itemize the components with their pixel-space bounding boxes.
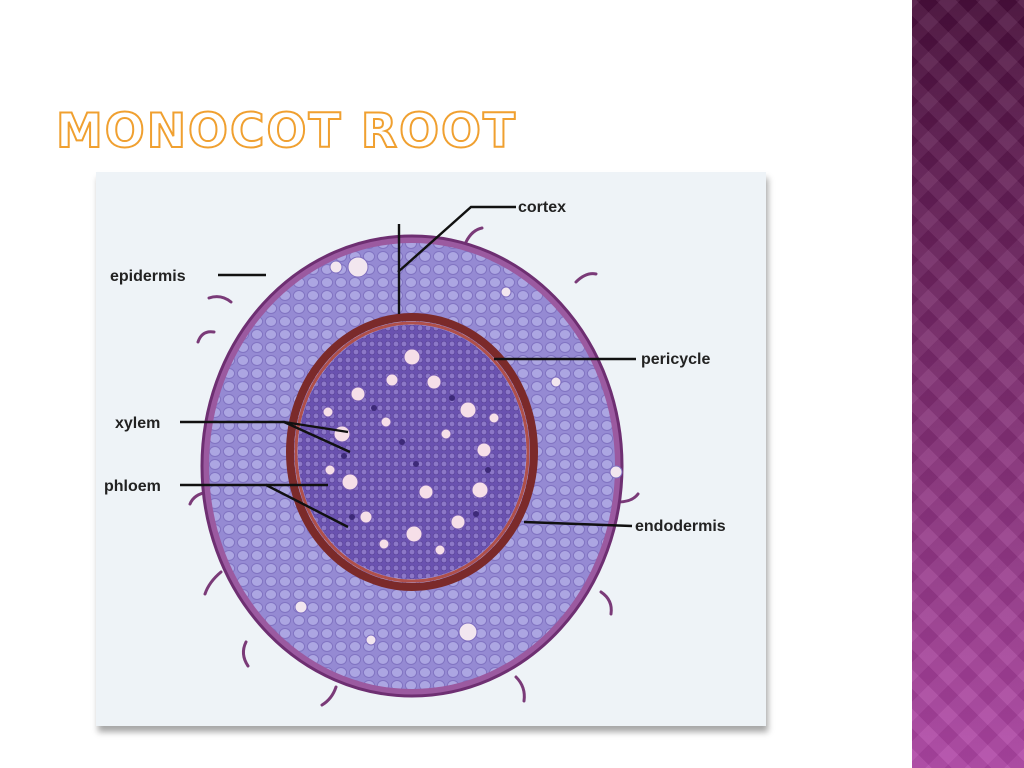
label-xylem: xylem bbox=[115, 415, 160, 432]
cortex-large-cells bbox=[294, 256, 623, 646]
root-cross-section-figure: cortex epidermis pericycle xylem phloem … bbox=[96, 172, 766, 726]
root-cross-section-diagram: cortex epidermis pericycle xylem phloem … bbox=[104, 199, 726, 707]
xylem-vessels bbox=[322, 348, 500, 556]
leader-lines bbox=[180, 205, 636, 529]
label-cortex: cortex bbox=[518, 199, 566, 216]
slide-title: Monocot root bbox=[55, 103, 518, 160]
endodermis-ring bbox=[286, 313, 538, 591]
phloem-strands bbox=[341, 395, 491, 520]
label-epidermis: epidermis bbox=[110, 268, 186, 285]
decorative-side-bar bbox=[912, 0, 1024, 768]
label-phloem: phloem bbox=[104, 478, 161, 495]
label-pericycle: pericycle bbox=[641, 351, 710, 368]
label-endodermis: endodermis bbox=[635, 518, 726, 535]
